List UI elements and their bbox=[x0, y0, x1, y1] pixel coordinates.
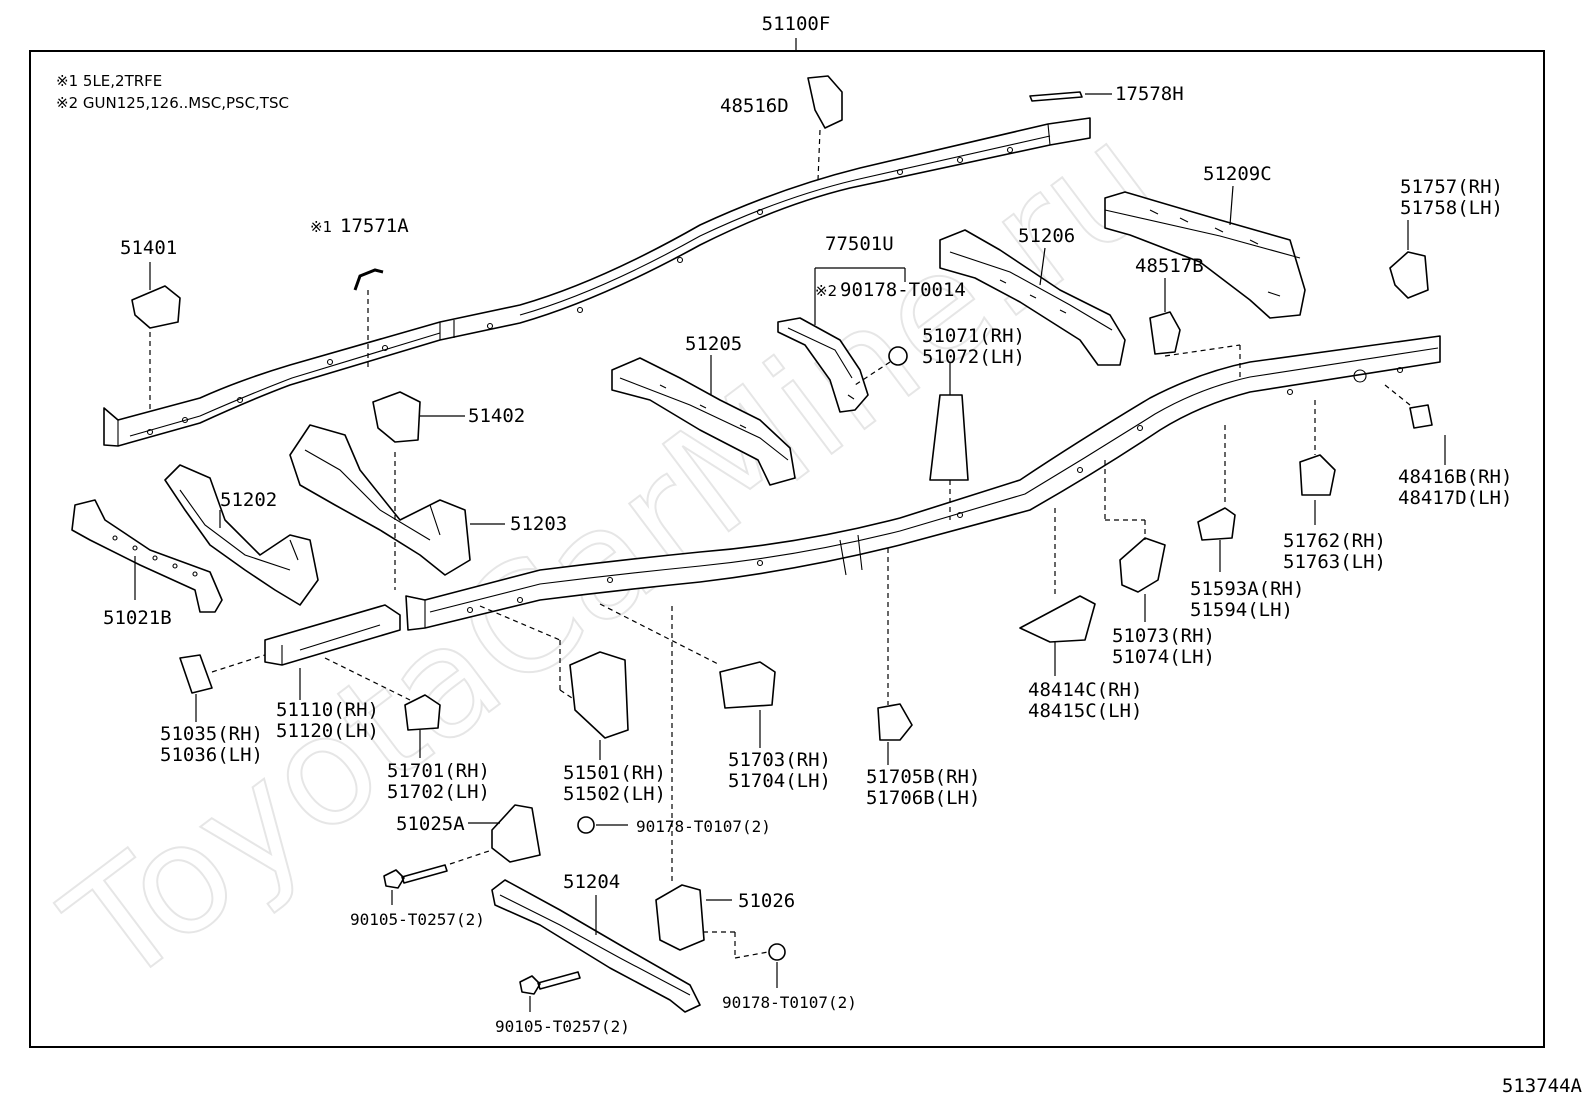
label-51072[interactable]: 51072(LH) bbox=[922, 346, 1025, 368]
label-51402[interactable]: 51402 bbox=[468, 405, 525, 427]
bracket-51762 bbox=[1299, 454, 1336, 496]
bracket-51071 bbox=[929, 394, 969, 481]
label-48416b[interactable]: 48416B(RH) bbox=[1398, 466, 1512, 488]
label-51593a[interactable]: 51593A(RH) bbox=[1190, 578, 1304, 600]
label-51501[interactable]: 51501(RH) bbox=[563, 762, 666, 784]
label-51120[interactable]: 51120(LH) bbox=[276, 720, 379, 742]
bracket-48414c bbox=[1019, 595, 1096, 643]
bracket-51025a bbox=[491, 804, 541, 863]
frame-rail-right bbox=[405, 335, 1441, 631]
bushing-48416b bbox=[1409, 404, 1433, 429]
crossmember-51206 bbox=[939, 229, 1126, 366]
bracket-51705b bbox=[877, 703, 913, 741]
diagram-frame bbox=[29, 50, 1545, 1048]
pipe-17578h bbox=[1029, 91, 1083, 102]
bracket-51593a bbox=[1197, 507, 1236, 541]
label-48517b[interactable]: 48517B bbox=[1135, 255, 1204, 277]
nut-90178-t0107-lower bbox=[768, 943, 786, 961]
label-51701[interactable]: 51701(RH) bbox=[387, 760, 490, 782]
label-51401[interactable]: 51401 bbox=[120, 237, 177, 259]
bracket-51026 bbox=[655, 884, 705, 951]
label-51035[interactable]: 51035(RH) bbox=[160, 723, 263, 745]
label-51204[interactable]: 51204 bbox=[563, 871, 620, 893]
label-51502[interactable]: 51502(LH) bbox=[563, 783, 666, 805]
label-48414c[interactable]: 48414C(RH) bbox=[1028, 679, 1142, 701]
label-51036[interactable]: 51036(LH) bbox=[160, 744, 263, 766]
plate-51035 bbox=[179, 654, 213, 694]
crossmember-51209c bbox=[1104, 191, 1306, 319]
nut-90178-t0014 bbox=[888, 346, 908, 366]
leader-lines bbox=[134, 93, 1446, 1012]
label-17571a[interactable]: 17571A bbox=[340, 215, 409, 237]
label-51757[interactable]: 51757(RH) bbox=[1400, 176, 1503, 198]
bracket-48516d bbox=[807, 75, 843, 129]
bracket-51401 bbox=[131, 285, 181, 329]
label-77501u[interactable]: 77501U bbox=[825, 233, 894, 255]
label-90178-t0014[interactable]: 90178-T0014 bbox=[840, 279, 966, 301]
label-90178-t0107-lower[interactable]: 90178-T0107(2) bbox=[722, 993, 857, 1012]
bracket-51501 bbox=[569, 651, 629, 739]
crossmember-51203 bbox=[289, 424, 471, 576]
rail-extension-51110 bbox=[264, 604, 401, 666]
label-48415c[interactable]: 48415C(LH) bbox=[1028, 700, 1142, 722]
label-51206[interactable]: 51206 bbox=[1018, 225, 1075, 247]
crossmember-51204 bbox=[491, 879, 701, 1013]
label-51025a[interactable]: 51025A bbox=[396, 813, 465, 835]
label-51073[interactable]: 51073(RH) bbox=[1112, 625, 1215, 647]
label-51110[interactable]: 51110(RH) bbox=[276, 699, 379, 721]
bracket-48517b bbox=[1149, 311, 1181, 355]
label-51763[interactable]: 51763(LH) bbox=[1283, 551, 1386, 573]
label-48516d[interactable]: 48516D bbox=[720, 95, 789, 117]
label-90105-t0257-upper[interactable]: 90105-T0257(2) bbox=[350, 910, 485, 929]
label-51705b[interactable]: 51705B(RH) bbox=[866, 766, 980, 788]
label-51703[interactable]: 51703(RH) bbox=[728, 749, 831, 771]
label-51704[interactable]: 51704(LH) bbox=[728, 770, 831, 792]
label-51203[interactable]: 51203 bbox=[510, 513, 567, 535]
bolt-90105-t0257-upper bbox=[383, 864, 448, 889]
label-51074[interactable]: 51074(LH) bbox=[1112, 646, 1215, 668]
label-51209c[interactable]: 51209C bbox=[1203, 163, 1272, 185]
bolt-90105-t0257-lower bbox=[519, 971, 581, 995]
frame-rail-left bbox=[103, 117, 1091, 447]
bracket-51701 bbox=[404, 694, 441, 731]
note-2: ※2 GUN125,126..MSC,PSC,TSC bbox=[56, 94, 289, 112]
label-51702[interactable]: 51702(LH) bbox=[387, 781, 490, 803]
crossmember-51021b bbox=[71, 499, 223, 613]
bracket-51073 bbox=[1119, 537, 1166, 593]
bracket-51757 bbox=[1389, 251, 1429, 299]
crossmember-51205 bbox=[611, 357, 796, 486]
figure-id: 513744A bbox=[1502, 1075, 1583, 1097]
label-51758[interactable]: 51758(LH) bbox=[1400, 197, 1503, 219]
bracket-51402 bbox=[372, 391, 421, 443]
label-90178-t0014-mark: ※2 bbox=[815, 282, 837, 300]
label-90178-t0107-upper[interactable]: 90178-T0107(2) bbox=[636, 817, 771, 836]
label-51762[interactable]: 51762(RH) bbox=[1283, 530, 1386, 552]
bracket-77501u bbox=[777, 317, 869, 413]
label-17578h[interactable]: 17578H bbox=[1115, 83, 1184, 105]
label-90105-t0257-lower[interactable]: 90105-T0257(2) bbox=[495, 1017, 630, 1036]
label-48417d[interactable]: 48417D(LH) bbox=[1398, 487, 1512, 509]
label-51205[interactable]: 51205 bbox=[685, 333, 742, 355]
label-51594[interactable]: 51594(LH) bbox=[1190, 599, 1293, 621]
bracket-51703 bbox=[719, 661, 776, 709]
label-51071[interactable]: 51071(RH) bbox=[922, 325, 1025, 347]
nut-90178-t0107-upper bbox=[577, 816, 595, 834]
label-51706b[interactable]: 51706B(LH) bbox=[866, 787, 980, 809]
label-17571a-mark: ※1 bbox=[310, 218, 332, 236]
top-label: 51100F bbox=[762, 13, 831, 35]
crossmember-51202 bbox=[164, 464, 319, 606]
label-51026[interactable]: 51026 bbox=[738, 890, 795, 912]
note-1: ※1 5LE,2TRFE bbox=[56, 72, 162, 90]
pipe-17571a bbox=[353, 268, 384, 291]
label-51021b[interactable]: 51021B bbox=[103, 607, 172, 629]
label-51202[interactable]: 51202 bbox=[220, 489, 277, 511]
